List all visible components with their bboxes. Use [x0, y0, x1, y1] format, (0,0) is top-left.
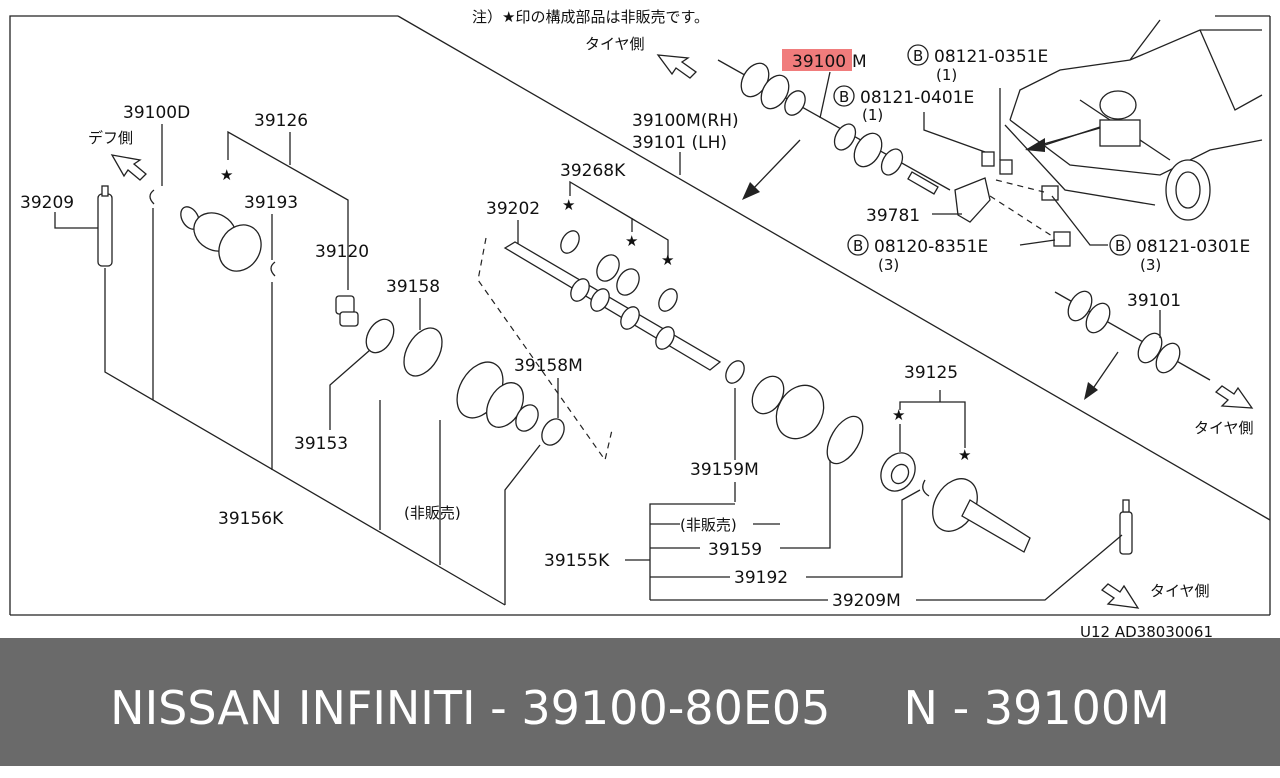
part-39120-label: 39120 — [315, 242, 369, 262]
boot-39159M — [725, 360, 864, 465]
bolt-0351-qty: (1) — [936, 66, 957, 84]
dashed-group — [477, 237, 613, 462]
bolt-0401-code: 08121-0401E — [860, 88, 974, 108]
part-39125-label: 39125 — [904, 363, 958, 383]
ring-39153 — [365, 318, 395, 354]
part-39209M-label: 39209M — [832, 591, 901, 611]
grease-tube-39209 — [97, 185, 113, 267]
not-for-sale-center: (非販売) — [680, 516, 737, 534]
star-marker-1: ★ — [220, 166, 233, 184]
arrow-down-left-icon-2 — [1084, 351, 1119, 400]
part-39100M-rh-label: 39100M(RH) — [632, 111, 739, 131]
arrow-left-up-icon — [656, 54, 698, 79]
bolt-0301-code: 08121-0301E — [1136, 237, 1250, 257]
part-39158M-label: 39158M — [514, 356, 583, 376]
diff-side-label: デフ側 — [88, 129, 133, 147]
bracket-39781 — [954, 151, 1071, 247]
snap-ring-39193 — [270, 261, 276, 277]
footer-banner: NISSAN INFINITI - 39100-80E05 N - 39100M — [0, 638, 1280, 766]
axle-assembly-top — [717, 59, 951, 195]
arrow-right-down-icon — [1214, 385, 1254, 409]
part-39100M-suffix: M — [852, 52, 867, 72]
part-39781-label: 39781 — [866, 206, 920, 226]
arrow-down-left-icon — [742, 139, 801, 200]
spider-39120 — [335, 295, 359, 327]
tire-side-label-top: タイヤ側 — [585, 35, 645, 53]
snap-ring-39100D — [149, 189, 155, 205]
part-39100M-label: 39100 — [792, 52, 846, 72]
bolt-prefix-0351: B — [913, 47, 923, 65]
bolt-prefix-8351: B — [853, 237, 863, 255]
grease-tube-39209M — [1119, 499, 1133, 555]
part-39126-label: 39126 — [254, 111, 308, 131]
star-marker-5: ★ — [892, 406, 905, 424]
part-39153-label: 39153 — [294, 434, 348, 454]
bolt-0351-code: 08121-0351E — [934, 47, 1048, 67]
highlight-box — [782, 49, 852, 71]
part-39101-label: 39101 — [1127, 291, 1181, 311]
star-marker-6: ★ — [958, 446, 971, 464]
not-for-sale-left: (非販売) — [404, 504, 461, 522]
part-39159-label: 39159 — [708, 540, 762, 560]
part-39209-label: 39209 — [20, 193, 74, 213]
frame-diagonal — [397, 15, 1271, 521]
bolt-prefix-0301: B — [1115, 237, 1125, 255]
star-marker-4: ★ — [661, 251, 674, 269]
part-39158-label: 39158 — [386, 277, 440, 297]
star-marker-3: ★ — [625, 232, 638, 250]
frame-outline — [9, 15, 398, 615]
car-illustration — [1004, 19, 1263, 221]
part-39268K-label: 39268K — [560, 161, 626, 181]
joint-housing-39126 — [180, 206, 262, 272]
bolt-0301-qty: (3) — [1140, 256, 1161, 274]
ring-39268K-a — [560, 230, 580, 254]
diagram-code: U12 AD38030061 — [1080, 623, 1213, 638]
part-number-title: NISSAN INFINITI - 39100-80E05 N - 39100M — [110, 681, 1170, 735]
snap-ring-39192 — [922, 479, 930, 497]
part-39193-label: 39193 — [244, 193, 298, 213]
axle-assembly-lh — [1054, 290, 1211, 381]
part-39192-label: 39192 — [734, 568, 788, 588]
band-39158 — [403, 327, 443, 377]
bolt-0401-qty: (1) — [862, 106, 883, 124]
part-39100D-label: 39100D — [123, 103, 190, 123]
bolt-8351-qty: (3) — [878, 256, 899, 274]
star-marker-2: ★ — [562, 196, 575, 214]
cage-39125 — [880, 452, 916, 492]
note-text: 注）★印の構成部品は非販売です。 — [472, 8, 709, 26]
part-39101-lh-label: 39101 (LH) — [632, 133, 727, 153]
part-39155K-label: 39155K — [544, 551, 610, 571]
tire-side-label-bottom: タイヤ側 — [1150, 582, 1210, 600]
part-39159M-label: 39159M — [690, 460, 759, 480]
parts-diagram: 注）★印の構成部品は非販売です。 タイヤ側 39100 M 39100M(RH)… — [9, 8, 1271, 638]
shaft-39202 — [503, 241, 722, 371]
band-39158M — [541, 418, 565, 446]
bolt-8351-code: 08120-8351E — [874, 237, 988, 257]
bolt-prefix-0401: B — [839, 88, 849, 106]
outer-race-39125 — [932, 478, 1031, 553]
boot-39156K — [456, 361, 539, 432]
ring-39268K-b — [658, 288, 678, 312]
arrow-right-down-icon-2 — [1100, 583, 1140, 609]
part-39156K-label: 39156K — [218, 509, 284, 529]
arrow-left-up-icon-2 — [110, 154, 147, 181]
part-39202-label: 39202 — [486, 199, 540, 219]
bush-39268K — [596, 254, 640, 296]
tire-side-label-right: タイヤ側 — [1194, 419, 1254, 437]
